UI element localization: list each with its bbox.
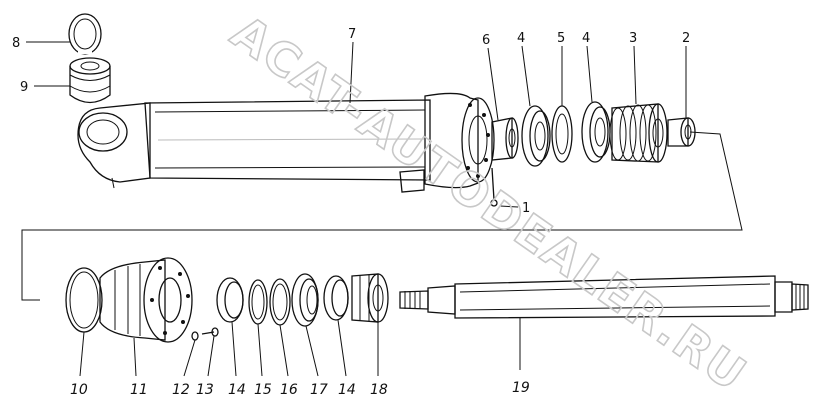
leader-lines (26, 41, 687, 377)
label-2: 2 (682, 31, 690, 46)
part-16-ring (269, 278, 291, 326)
label-13: 13 (196, 382, 214, 398)
label-19: 19 (512, 380, 530, 396)
label-5: 5 (557, 31, 565, 46)
label-18: 18 (370, 382, 388, 398)
part-6-sleeve (491, 117, 519, 161)
part-4-ring-a (521, 105, 551, 167)
part-14-ring-b (323, 275, 349, 321)
part-11-gland (99, 257, 193, 343)
label-7: 7 (348, 27, 356, 42)
assembly-axis-line (21, 131, 743, 301)
watermark-text: ACAT-AUTODEALER.RU (222, 5, 757, 402)
label-6: 6 (482, 33, 490, 48)
part-9-bushing (69, 57, 111, 104)
label-17: 17 (310, 382, 328, 398)
label-16: 16 (280, 382, 298, 398)
part-14-ring-a (216, 277, 244, 323)
label-4-a: 4 (517, 31, 525, 46)
part-18-nut (351, 273, 389, 323)
part-19-rod (399, 275, 809, 319)
label-15: 15 (254, 382, 272, 398)
watermark: ACAT-AUTODEALER.RU (221, 4, 758, 403)
label-4-b: 4 (582, 31, 590, 46)
label-1: 1 (522, 201, 530, 216)
label-14-a: 14 (228, 382, 246, 398)
label-10: 10 (70, 382, 88, 398)
part-13-screw (201, 327, 219, 337)
label-3: 3 (629, 31, 637, 46)
part-3-piston (609, 103, 668, 163)
part-15-ring (248, 279, 268, 325)
label-14-b: 14 (338, 382, 356, 398)
part-5-seal-ring (551, 105, 573, 163)
label-9: 9 (20, 80, 28, 95)
part-4-ring-b (581, 101, 611, 163)
part-8-retaining-ring (68, 13, 102, 55)
label-8: 8 (12, 36, 20, 51)
label-12: 12 (172, 382, 190, 398)
label-11: 11 (130, 382, 148, 398)
part-labels: 8 9 7 6 4 5 4 3 2 1 10 11 12 13 14 15 16… (12, 27, 690, 398)
part-17-cuff-seal (291, 273, 319, 327)
part-1-bolt (490, 167, 498, 207)
part-7-cylinder-body (77, 92, 495, 193)
part-12-washer (191, 331, 199, 341)
part-10-o-ring (65, 267, 103, 333)
